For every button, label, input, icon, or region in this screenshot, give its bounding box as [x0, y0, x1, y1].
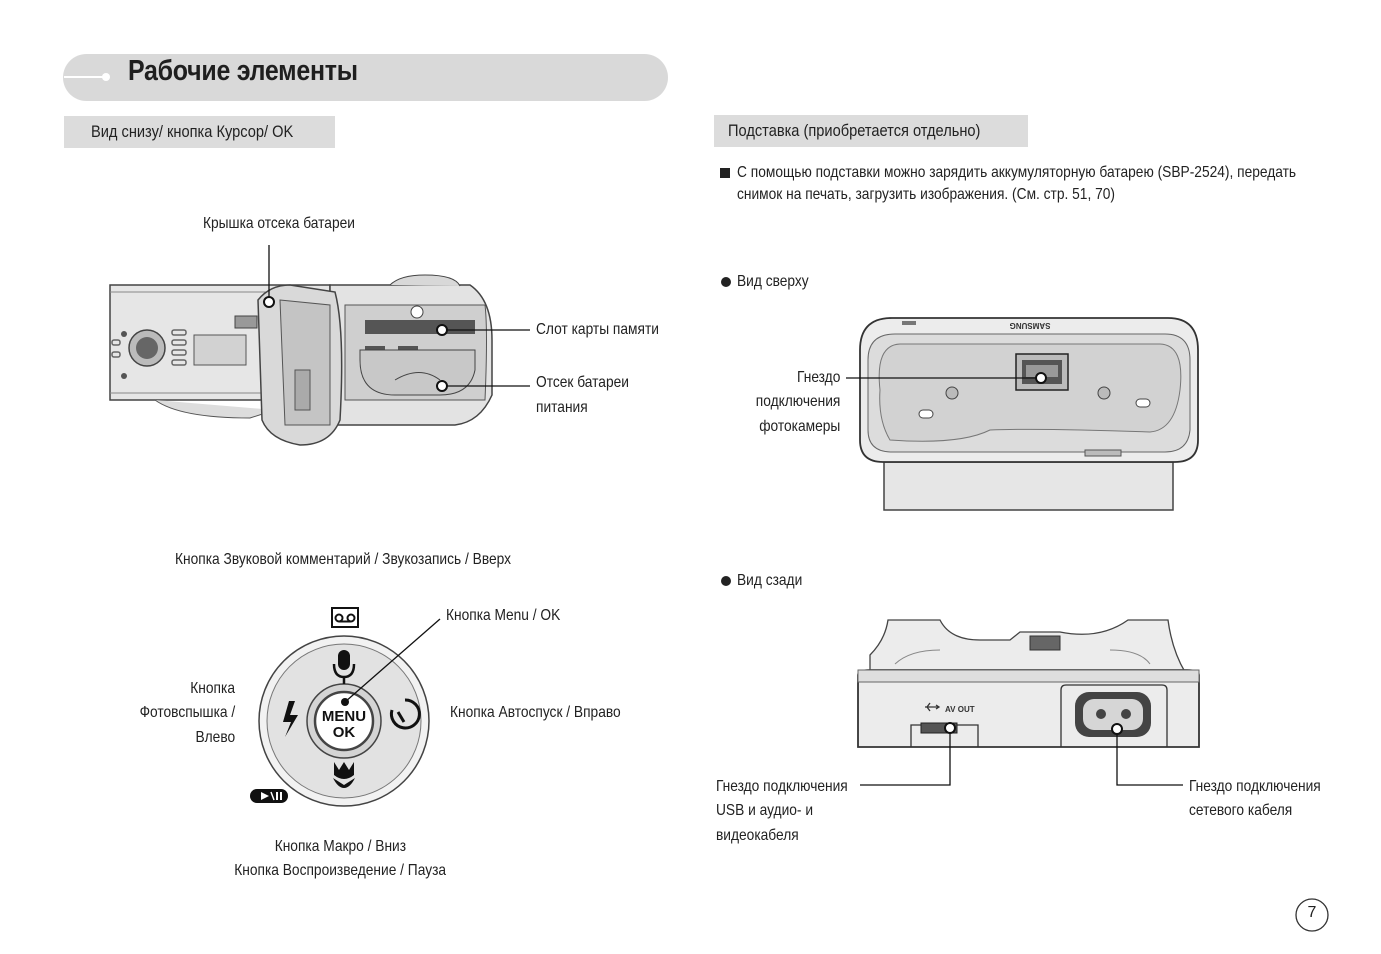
- brand-logo: SAMSUNG: [1010, 321, 1051, 330]
- dial-center-menu: MENU: [322, 708, 366, 725]
- label-macro-button: Кнопка Макро / Вниз: [274, 838, 406, 855]
- label-voice-button: Кнопка Звуковой комментарий / Звукозапис…: [175, 551, 512, 568]
- label-usb-socket-2: USB и аудио- и: [716, 802, 814, 819]
- label-camera-socket-1: Гнездо: [796, 369, 840, 386]
- bullet-top-view-icon: [721, 277, 731, 287]
- cradle-top-illustration: [859, 317, 1199, 511]
- page-number: 7: [1307, 904, 1317, 921]
- page-title-bar: [63, 54, 668, 101]
- label-flash-2: Фотовспышка /: [139, 704, 235, 721]
- label-battery-compartment-1: Отсек батареи: [536, 374, 629, 391]
- section-title-bottom-view: Вид снизу/ кнопка Курсор/ OK: [64, 116, 335, 148]
- label-play-button: Кнопка Воспроизведение / Пауза: [234, 862, 446, 879]
- cradle-description-line1: С помощью подставки можно зарядить аккум…: [737, 164, 1297, 181]
- camera-bottom-illustration: [109, 274, 493, 446]
- label-top-view: Вид сверху: [737, 273, 809, 290]
- dial-center-ok: OK: [333, 724, 356, 741]
- label-menu-ok-button: Кнопка Menu / OK: [446, 607, 561, 624]
- dial-illustration: [250, 607, 430, 807]
- label-usb-socket-3: видеокабеля: [716, 827, 799, 844]
- label-flash-1: Кнопка: [190, 680, 235, 697]
- label-memory-slot: Слот карты памяти: [536, 321, 659, 338]
- label-camera-socket-2: подключения: [755, 393, 840, 410]
- label-self-timer-button: Кнопка Автоспуск / Вправо: [450, 704, 621, 721]
- label-power-socket-1: Гнездо подключения: [1189, 778, 1321, 795]
- label-camera-socket-3: фотокамеры: [758, 418, 840, 435]
- page-title: Рабочие элементы: [128, 55, 358, 87]
- av-out-label: AV OUT: [945, 705, 975, 714]
- section-title-cradle: Подставка (приобретается отдельно): [714, 115, 1028, 147]
- square-bullet-icon: [720, 168, 730, 178]
- cradle-description-line2: снимок на печать, загрузить изображения.…: [737, 186, 1115, 203]
- cradle-rear-illustration: [857, 619, 1200, 748]
- label-battery-cover: Крышка отсека батареи: [203, 215, 355, 232]
- label-usb-socket-1: Гнездо подключения: [716, 778, 848, 795]
- page-number-circle: [1295, 898, 1329, 932]
- bullet-rear-view-icon: [721, 576, 731, 586]
- label-rear-view: Вид сзади: [737, 572, 803, 589]
- label-flash-3: Влево: [195, 729, 235, 746]
- label-power-socket-2: сетевого кабеля: [1189, 802, 1293, 819]
- label-battery-compartment-2: питания: [536, 399, 588, 416]
